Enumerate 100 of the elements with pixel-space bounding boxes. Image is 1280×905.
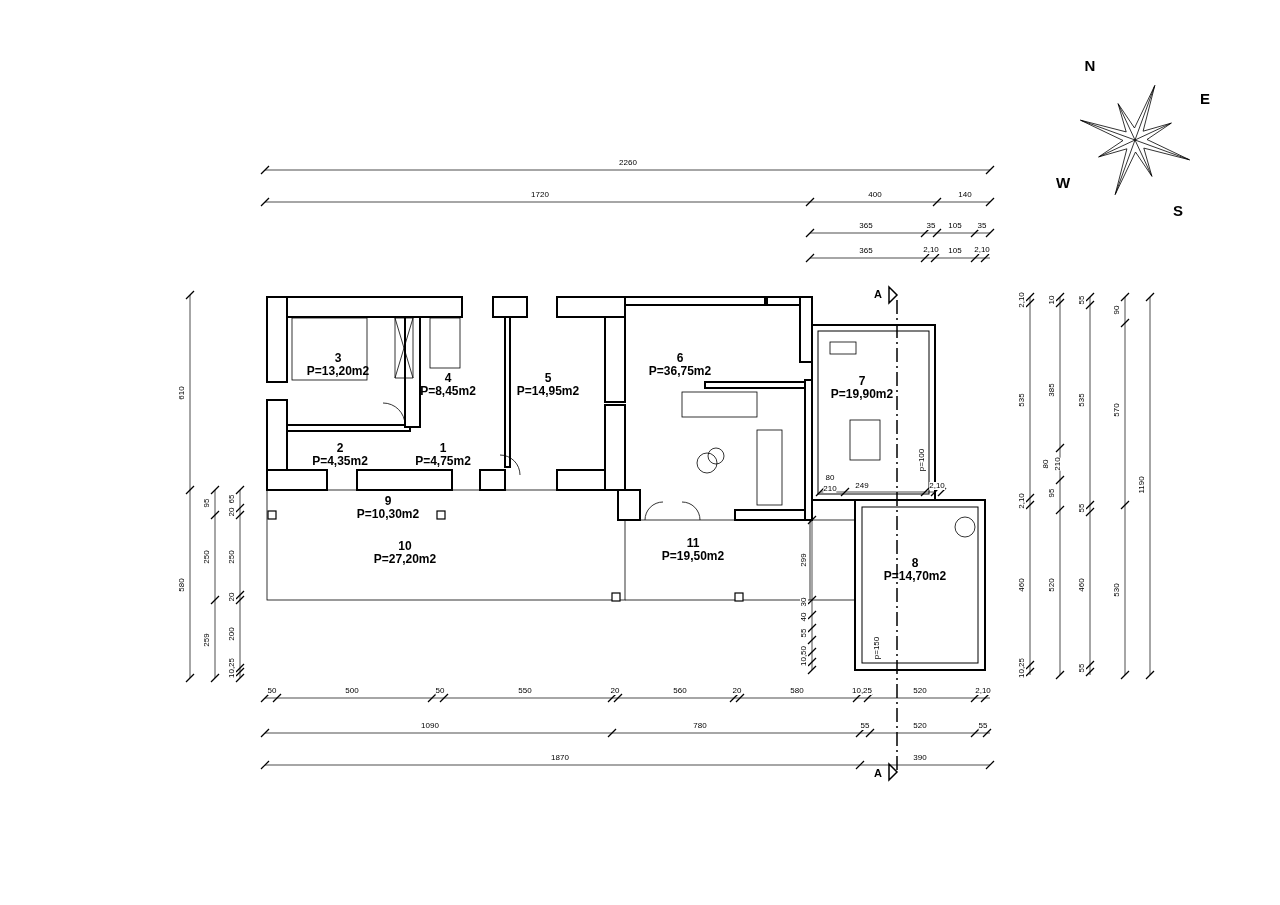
room-area-label: P=13,20m2 bbox=[306, 365, 370, 378]
room-area-label: P=4,35m2 bbox=[312, 455, 368, 468]
room-number: 5 bbox=[543, 372, 553, 385]
dimension-value: 55 bbox=[1078, 663, 1086, 673]
dimension-value: 1720 bbox=[531, 191, 549, 199]
room-number: 1 bbox=[438, 442, 448, 455]
dimension-value: 535 bbox=[1078, 393, 1086, 407]
dimension-value: 20 bbox=[228, 592, 236, 602]
dimension-value: 10 bbox=[1048, 295, 1056, 305]
opening-note: p=100 bbox=[918, 448, 926, 472]
dimension-value: 460 bbox=[1078, 578, 1086, 592]
dimension-value: 2,10 bbox=[923, 246, 939, 254]
dimension-value: 2260 bbox=[619, 159, 637, 167]
dimension-value: 250 bbox=[228, 550, 236, 564]
dimension-value: 560 bbox=[673, 687, 687, 695]
opening-note: p=150 bbox=[873, 636, 881, 660]
dimension-value: 65 bbox=[228, 494, 236, 504]
room-number: 11 bbox=[685, 537, 701, 550]
room-number: 4 bbox=[443, 372, 453, 385]
dimension-value: 400 bbox=[868, 191, 882, 199]
dimension-value: 80 bbox=[1042, 459, 1050, 469]
room-area-label: P=14,95m2 bbox=[516, 385, 580, 398]
dimension-value: 2,10 bbox=[1018, 493, 1026, 509]
dimension-value: 580 bbox=[790, 687, 804, 695]
dimension-value: 55 bbox=[800, 628, 808, 638]
dimension-value: 550 bbox=[518, 687, 532, 695]
dimension-value: 1870 bbox=[551, 754, 569, 762]
dimension-value: 249 bbox=[855, 482, 869, 490]
dimension-value: 200 bbox=[228, 627, 236, 641]
room-number: 8 bbox=[910, 557, 920, 570]
room-number: 10 bbox=[397, 540, 413, 553]
dimension-value: 50 bbox=[435, 687, 445, 695]
dimension-value: 2,10 bbox=[974, 246, 990, 254]
dimension-value: 460 bbox=[1018, 578, 1026, 592]
room-number: 6 bbox=[675, 352, 685, 365]
dimension-value: 580 bbox=[178, 578, 186, 592]
dimension-value: 530 bbox=[1113, 583, 1121, 597]
compass-letter: N bbox=[1084, 57, 1096, 73]
dimension-value: 10,25 bbox=[852, 687, 872, 695]
dimension-value: 30 bbox=[800, 597, 808, 607]
room-number: 9 bbox=[383, 495, 393, 508]
dimension-value: 2,10 bbox=[929, 482, 945, 490]
dimension-value: 570 bbox=[1113, 403, 1121, 417]
dimension-value: 35 bbox=[977, 222, 987, 230]
dimension-value: 105 bbox=[948, 247, 962, 255]
room-number: 7 bbox=[857, 375, 867, 388]
dimension-value: 210 bbox=[1054, 457, 1062, 471]
dimension-value: 259 bbox=[203, 633, 211, 647]
dimension-value: 140 bbox=[958, 191, 972, 199]
dimension-value: 95 bbox=[203, 498, 211, 508]
dimension-value: 105 bbox=[948, 222, 962, 230]
room-area-label: P=4,75m2 bbox=[415, 455, 471, 468]
dimension-value: 80 bbox=[825, 474, 835, 482]
dimension-value: 610 bbox=[178, 386, 186, 400]
dimension-value: 250 bbox=[203, 550, 211, 564]
dimension-value: 20 bbox=[732, 687, 742, 695]
room-area-label: P=19,50m2 bbox=[661, 550, 725, 563]
dimension-value: 2,10 bbox=[1018, 292, 1026, 308]
dimension-value: 55 bbox=[1078, 295, 1086, 305]
section-mark: A bbox=[874, 767, 882, 779]
dimension-value: 520 bbox=[1048, 578, 1056, 592]
dimension-value: 55 bbox=[978, 722, 988, 730]
dimension-value: 10,25 bbox=[228, 658, 236, 678]
section-mark: A bbox=[874, 288, 882, 300]
dimension-value: 50 bbox=[267, 687, 277, 695]
dimension-value: 95 bbox=[1048, 488, 1056, 498]
dimension-value: 365 bbox=[859, 247, 873, 255]
dimension-value: 210 bbox=[823, 485, 837, 493]
dimension-value: 500 bbox=[345, 687, 359, 695]
room-area-label: P=19,90m2 bbox=[830, 388, 894, 401]
room-area-label: P=8,45m2 bbox=[420, 385, 476, 398]
dimension-value: 55 bbox=[1078, 503, 1086, 513]
dimension-value: 780 bbox=[693, 722, 707, 730]
compass-letter: S bbox=[1173, 202, 1183, 218]
dimension-value: 390 bbox=[913, 754, 927, 762]
dimension-value: 299 bbox=[800, 553, 808, 567]
dimension-value: 2,10 bbox=[975, 687, 991, 695]
dimension-value: 40 bbox=[800, 612, 808, 622]
room-number: 2 bbox=[335, 442, 345, 455]
dimension-value: 10,50 bbox=[800, 646, 808, 666]
compass-letter: E bbox=[1200, 90, 1210, 106]
room-number: 3 bbox=[333, 352, 343, 365]
dimension-value: 520 bbox=[913, 722, 927, 730]
room-area-label: P=36,75m2 bbox=[648, 365, 712, 378]
dimension-value: 535 bbox=[1018, 393, 1026, 407]
dimension-value: 35 bbox=[926, 222, 936, 230]
room-area-label: P=10,30m2 bbox=[356, 508, 420, 521]
dimension-value: 55 bbox=[860, 722, 870, 730]
dimension-value: 1090 bbox=[421, 722, 439, 730]
dimension-value: 20 bbox=[228, 507, 236, 517]
dimension-value: 1190 bbox=[1138, 476, 1146, 494]
room-area-label: P=14,70m2 bbox=[883, 570, 947, 583]
dimension-value: 365 bbox=[859, 222, 873, 230]
dimension-value: 20 bbox=[610, 687, 620, 695]
dimension-value: 90 bbox=[1113, 305, 1121, 315]
dimension-value: 520 bbox=[913, 687, 927, 695]
compass-letter: W bbox=[1055, 174, 1071, 190]
dimension-value: 385 bbox=[1048, 383, 1056, 397]
room-area-label: P=27,20m2 bbox=[373, 553, 437, 566]
dimension-value: 10,25 bbox=[1018, 658, 1026, 678]
